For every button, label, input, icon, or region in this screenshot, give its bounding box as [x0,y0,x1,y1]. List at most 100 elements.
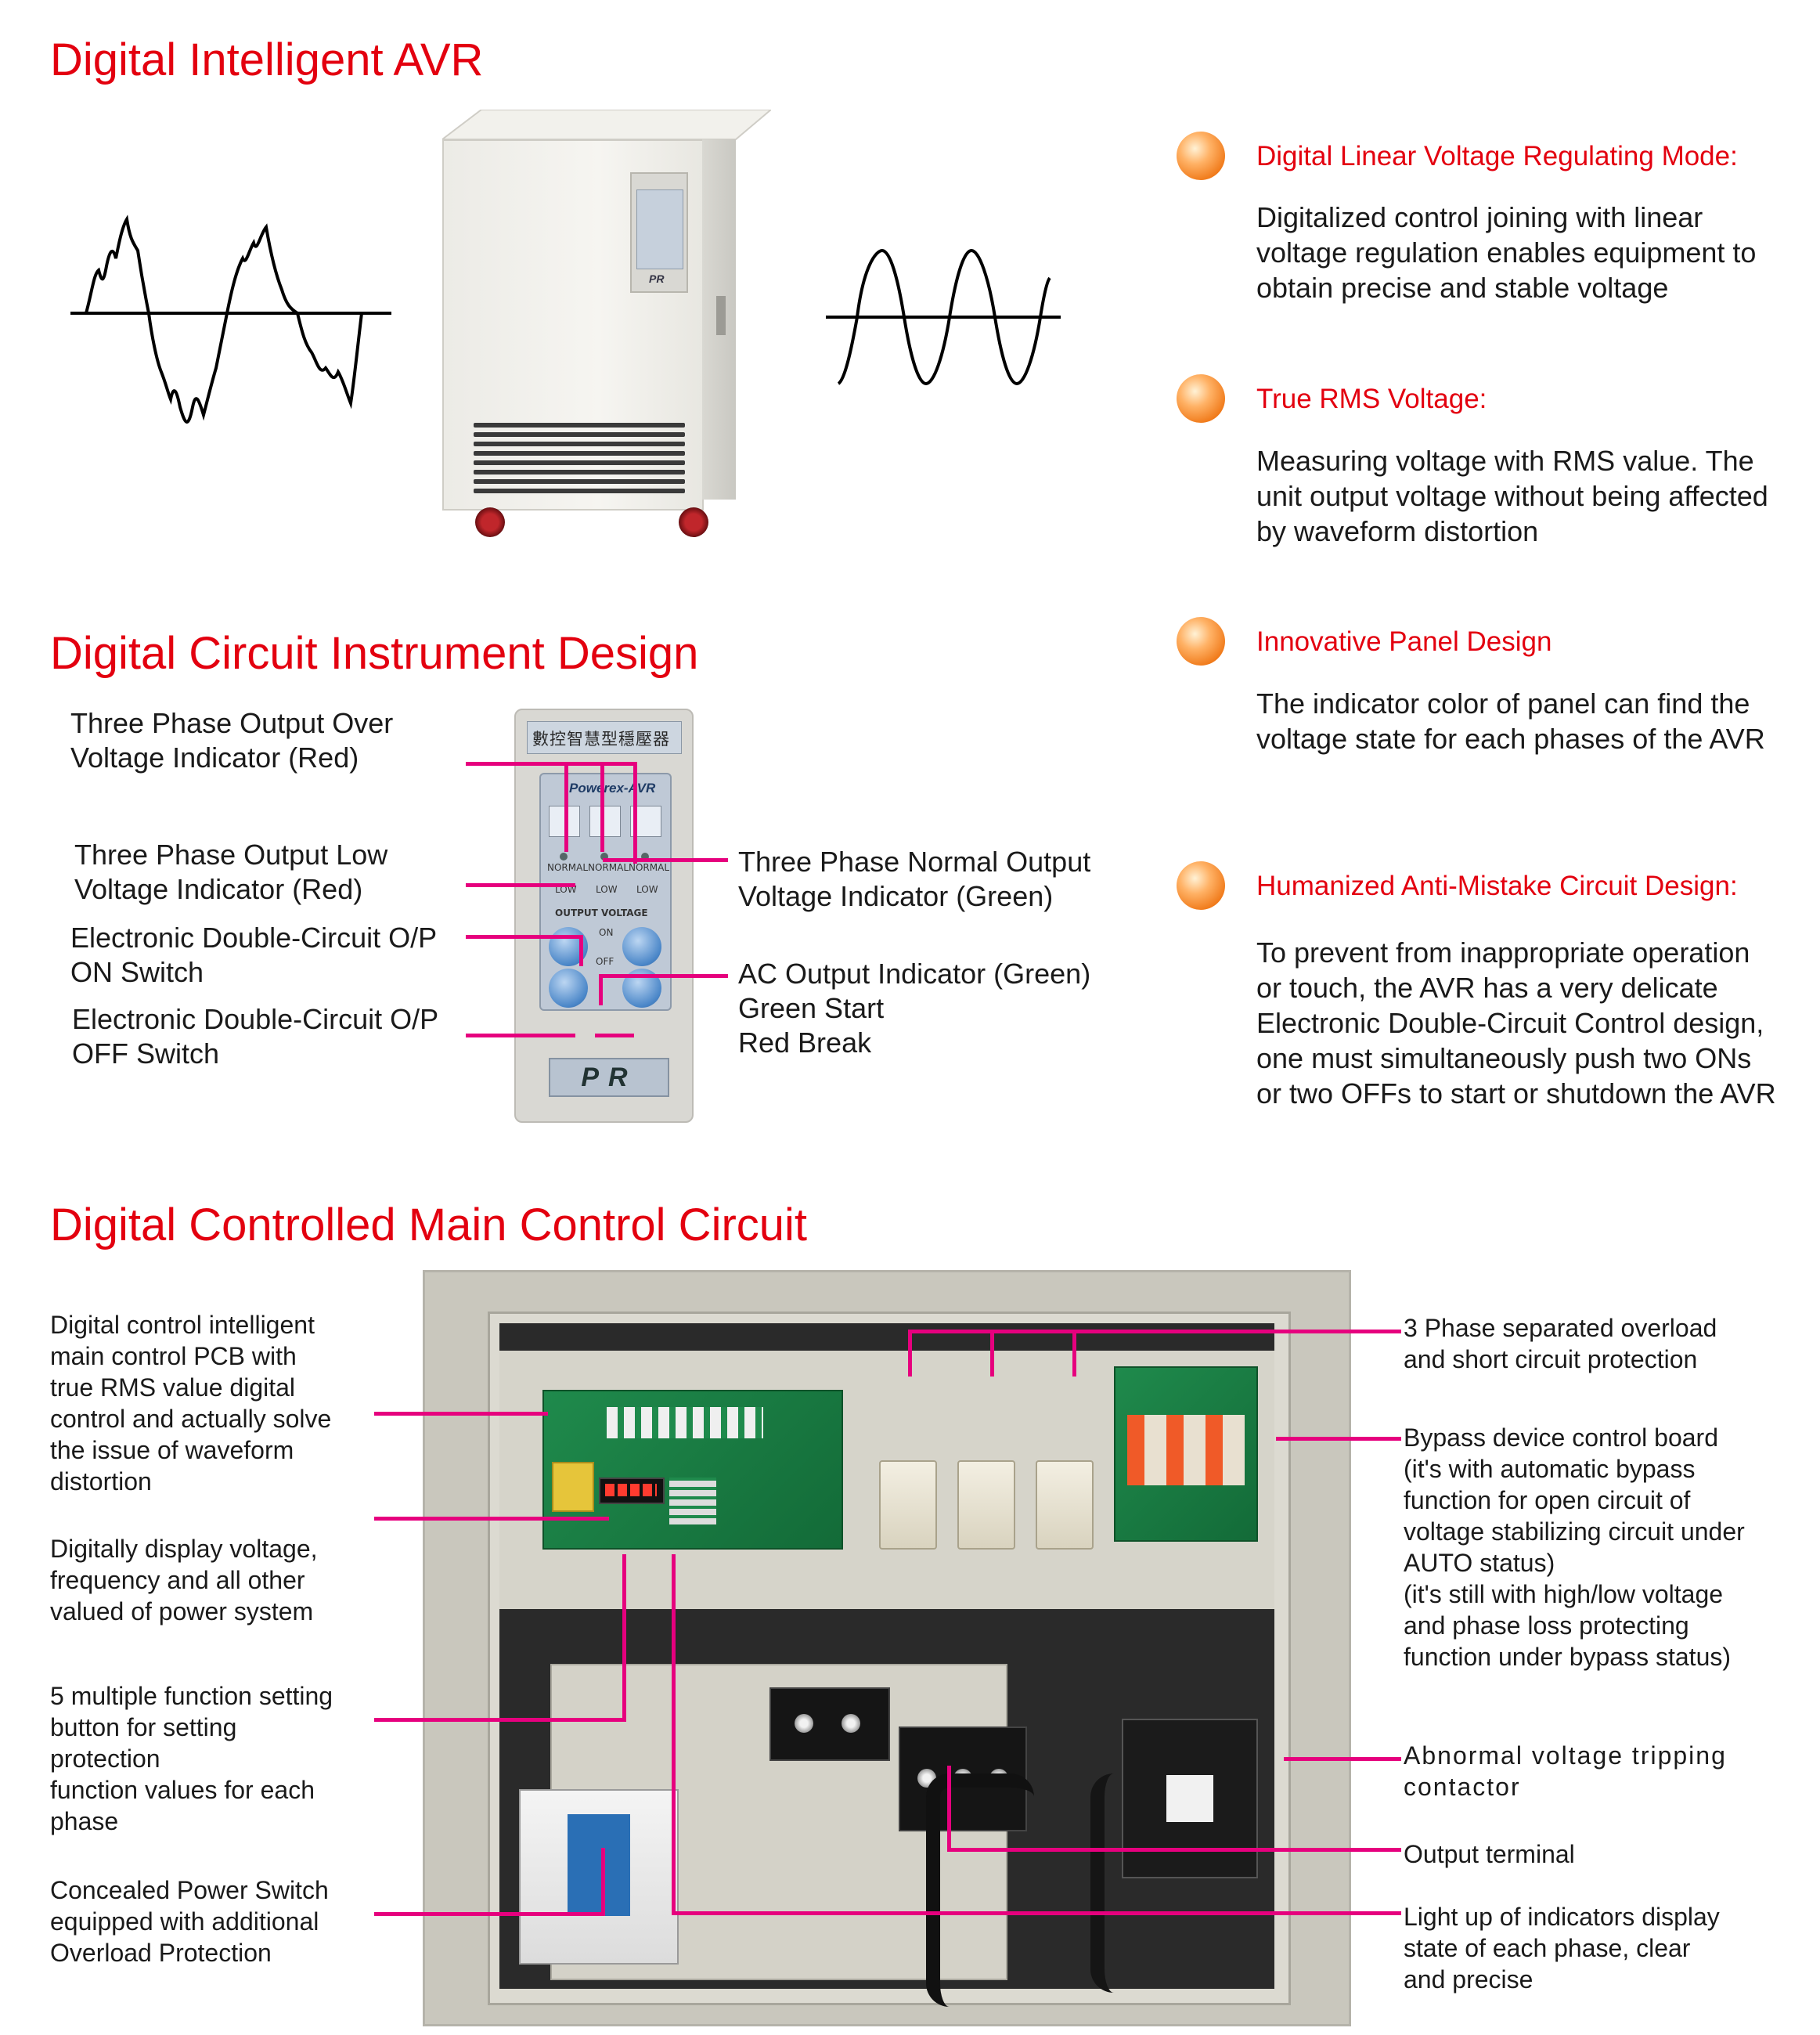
black-cable [1090,1773,1151,1993]
black-cable [926,1773,1034,2007]
label-digital-display: Digitally display voltage, frequency and… [50,1535,318,1625]
mini-panel-badge: PR [649,272,665,285]
leader-ac-output-drop [599,974,603,1005]
pcb-transformer [552,1462,594,1512]
label-bypass-board: Bypass device control board (it's with a… [1404,1423,1745,1671]
leader-phase-drop [1072,1330,1076,1377]
label-output-terminal: Output terminal [1404,1840,1575,1868]
leader-over-voltage-drop [600,762,604,852]
leader-low-voltage [466,883,575,887]
panel-badge: PR [549,1058,669,1097]
label-main-pcb: Digital control intelligent main control… [50,1311,332,1496]
panel-face: Powerex-AVR NORMAL NORMAL NORMAL LOW LOW… [539,773,672,1011]
panel-header-text: 數控智慧型穩壓器 [532,730,670,749]
normal-text: NORMAL [547,862,589,873]
cabinet-side [702,139,736,500]
leader-digital-display [374,1517,609,1521]
leader-bypass-board [1276,1437,1401,1441]
label-tripping-contactor: Abnormal voltage tripping contactor [1404,1741,1727,1801]
normal-led [600,853,608,861]
normal-led [560,853,568,861]
label-indicators: Light up of indicators display state of … [1404,1903,1720,1994]
off-text: OFF [596,956,614,967]
leader-normal-voltage [603,858,728,862]
on-text: ON [599,927,614,938]
leader-on-switch-drop [579,935,583,966]
normal-text: NORMAL [629,862,670,873]
concealed-power-switch[interactable] [519,1789,679,1965]
breaker-label [568,1814,630,1916]
bypass-control-board [1114,1366,1258,1542]
leader-output-terminal [947,1848,1401,1852]
setting-buttons[interactable] [669,1478,716,1524]
control-circuit-enclosure [423,1270,1351,2026]
side-handle [716,296,726,335]
relay-phase-1 [879,1460,937,1550]
feature-desc-antimistake: To prevent from inappropriate operation … [1256,936,1776,1110]
label-normal-voltage: Three Phase Normal Output Voltage Indica… [738,846,1091,912]
leader-off-switch-right [595,1034,634,1037]
leader-power-switch [374,1912,603,1916]
feature-bullet-icon [1177,132,1225,180]
feature-desc-rms: Measuring voltage with RMS value. The un… [1256,445,1768,547]
leader-off-switch [466,1034,575,1037]
on-switch-right-button[interactable] [622,927,661,966]
feature-desc-panel: The indicator color of panel can find th… [1256,687,1765,755]
avr-section-title: Digital Intelligent AVR [50,34,484,85]
circuit-section-title: Digital Controlled Main Control Circuit [50,1200,808,1250]
leader-setting-buttons [374,1718,625,1722]
feature-title-linear: Digital Linear Voltage Regulating Mode: [1256,141,1738,171]
panel-brand: Powerex-AVR [569,781,656,796]
feature-desc-linear: Digitalized control joining with linear … [1256,201,1757,304]
feature-title-antimistake: Humanized Anti-Mistake Circuit Design: [1256,871,1738,901]
normal-text: NORMAL [588,862,629,873]
input-terminal [769,1687,890,1761]
leader-over-voltage-drop [564,762,568,852]
leader-phase-drop [990,1330,994,1377]
leader-output-terminal-rise [947,1766,951,1852]
instrument-section-title: Digital Circuit Instrument Design [50,628,699,679]
low-text: LOW [636,884,658,895]
leader-power-switch-rise [601,1848,605,1916]
clean-sine-waveform-icon [826,248,1061,386]
contactor-label [1166,1775,1213,1822]
cabinet-wheel-right [679,507,708,537]
pcb-header-connectors [607,1407,763,1438]
leader-ac-output [599,974,728,978]
off-switch-left-button[interactable] [549,969,588,1008]
feature-bullet-icon [1177,861,1225,910]
leader-indicators-rise [672,1554,676,1915]
main-control-pcb [542,1390,843,1550]
low-text: LOW [596,884,618,895]
panel-header: 數控智慧型穩壓器 [527,721,682,754]
over-voltage-indicator [589,806,621,837]
label-ac-output: AC Output Indicator (Green) Green Start … [738,958,1091,1059]
feature-bullet-icon [1177,374,1225,423]
avr-cabinet: PR [442,110,771,548]
leader-tripping-contactor [1284,1757,1401,1761]
leader-phase-protection [908,1330,1401,1333]
digital-display [599,1478,665,1504]
leader-over-voltage [466,762,636,766]
relay-phase-2 [957,1460,1015,1550]
terminal-screw [795,1714,813,1733]
label-low-voltage: Three Phase Output Low Voltage Indicator… [74,839,388,905]
distorted-waveform-icon [70,215,391,424]
feature-bullet-icon [1177,617,1225,666]
label-off-switch: Electronic Double-Circuit O/P OFF Switch [72,1003,439,1070]
display-digits [605,1484,657,1496]
leader-setting-buttons-rise [622,1554,626,1722]
bypass-relays [1127,1415,1245,1485]
tripping-contactor [1122,1719,1258,1878]
leader-indicators [672,1911,1401,1915]
leader-over-voltage-drop [633,762,637,864]
terminal-screw [842,1714,860,1733]
label-setting-buttons: 5 multiple function setting button for s… [50,1682,333,1835]
leader-main-pcb [374,1412,548,1416]
relay-phase-3 [1036,1460,1094,1550]
leader-phase-drop [908,1330,912,1377]
label-on-switch: Electronic Double-Circuit O/P ON Switch [70,922,438,988]
cabinet-wheel-left [475,507,505,537]
normal-led [641,853,649,861]
label-over-voltage: Three Phase Output Over Voltage Indicato… [70,707,394,774]
